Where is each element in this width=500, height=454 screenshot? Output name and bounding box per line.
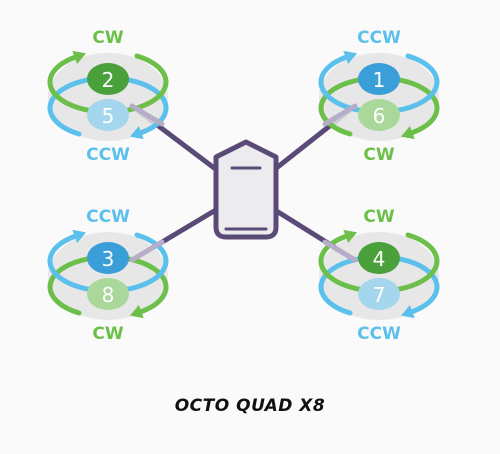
arm-hub-bottom-right — [322, 239, 358, 263]
prop-disc-top-left — [48, 53, 168, 141]
arm-hub-bottom-left — [129, 239, 165, 263]
lower-ring-arrow-top-left — [129, 125, 144, 140]
bottom-motor-number-top-left: 5 — [102, 104, 115, 128]
rotor-top-right: 6 1 CCW CW — [318, 26, 440, 167]
upper-ring-arrow-bottom-left — [72, 229, 87, 244]
bottom-motor-badge-top-left — [87, 99, 129, 131]
diagram-caption: OCTO QUAD X8 — [174, 396, 326, 416]
lower-ring-arrow-bottom-left — [129, 304, 144, 319]
upper-ring-arrow-bottom-right — [343, 229, 358, 244]
bottom-direction-label-top-right: CW — [363, 145, 394, 165]
top-motor-badge-top-right — [358, 63, 400, 95]
rotor-bottom-left: 8 3 CCW CW — [47, 205, 169, 346]
top-direction-label-bottom-right: CW — [363, 207, 394, 227]
top-direction-label-top-left: CW — [92, 28, 123, 48]
bottom-direction-label-bottom-right: CCW — [357, 324, 401, 344]
rotor-top-left: 5 2 CW CCW — [47, 26, 169, 167]
bottom-motor-badge-top-right — [358, 99, 400, 131]
flight-controller-body — [213, 139, 279, 240]
upper-ring-arrow-top-left — [72, 50, 87, 65]
top-motor-badge-bottom-left — [87, 242, 129, 274]
top-direction-label-top-right: CCW — [357, 28, 401, 48]
top-motor-number-top-right: 1 — [373, 68, 386, 92]
top-direction-label-bottom-left: CCW — [86, 207, 130, 227]
arm-hub-top-left — [129, 103, 165, 127]
rotor-bottom-right: 7 4 CW CCW — [318, 205, 440, 346]
arm-hub-top-right — [322, 103, 358, 127]
bottom-direction-label-top-left: CCW — [86, 145, 130, 165]
lower-ring-arrow-bottom-right — [400, 304, 415, 319]
bottom-motor-number-bottom-left: 8 — [102, 283, 115, 307]
top-motor-number-bottom-left: 3 — [102, 247, 115, 271]
body-shell — [213, 139, 279, 240]
bottom-motor-badge-bottom-left — [87, 278, 129, 310]
top-motor-number-bottom-right: 4 — [373, 247, 386, 271]
top-motor-badge-top-left — [87, 63, 129, 95]
bottom-motor-number-top-right: 6 — [373, 104, 386, 128]
prop-disc-top-right — [319, 53, 439, 141]
top-motor-badge-bottom-right — [358, 242, 400, 274]
top-motor-number-top-left: 2 — [102, 68, 115, 92]
lower-ring-arrow-top-right — [400, 125, 415, 140]
bottom-direction-label-bottom-left: CW — [92, 324, 123, 344]
upper-ring-arrow-top-right — [343, 50, 358, 65]
bottom-motor-number-bottom-right: 7 — [373, 283, 386, 307]
bottom-motor-badge-bottom-right — [358, 278, 400, 310]
